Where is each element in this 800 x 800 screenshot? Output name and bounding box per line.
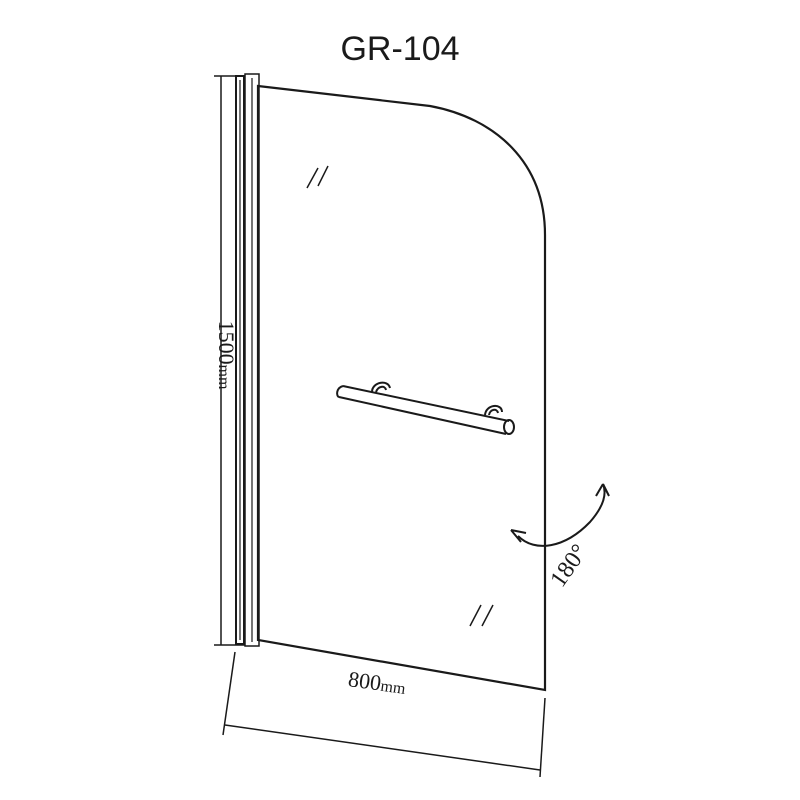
wall-profile [235, 73, 260, 647]
width-label: 800mm [347, 666, 408, 699]
height-label: 1500mm [214, 321, 239, 390]
glass-reflection-top-icon [306, 165, 329, 189]
width-value: 800 [347, 666, 383, 695]
height-unit: mm [215, 365, 232, 390]
height-value: 1500 [214, 321, 239, 365]
rotation-arrow-icon [517, 483, 606, 547]
rotation-angle-label: 180° [546, 540, 593, 592]
model-title: GR-104 [340, 30, 459, 68]
width-dimension: 800mm [222, 651, 546, 778]
rotation-indicator: 180° [510, 483, 610, 592]
glass-reflection-bottom-icon [469, 604, 494, 627]
towel-bar-handle [336, 381, 515, 435]
height-dimension: 1500mm [214, 75, 245, 646]
glass-panel [256, 84, 547, 692]
width-unit: mm [379, 678, 407, 698]
